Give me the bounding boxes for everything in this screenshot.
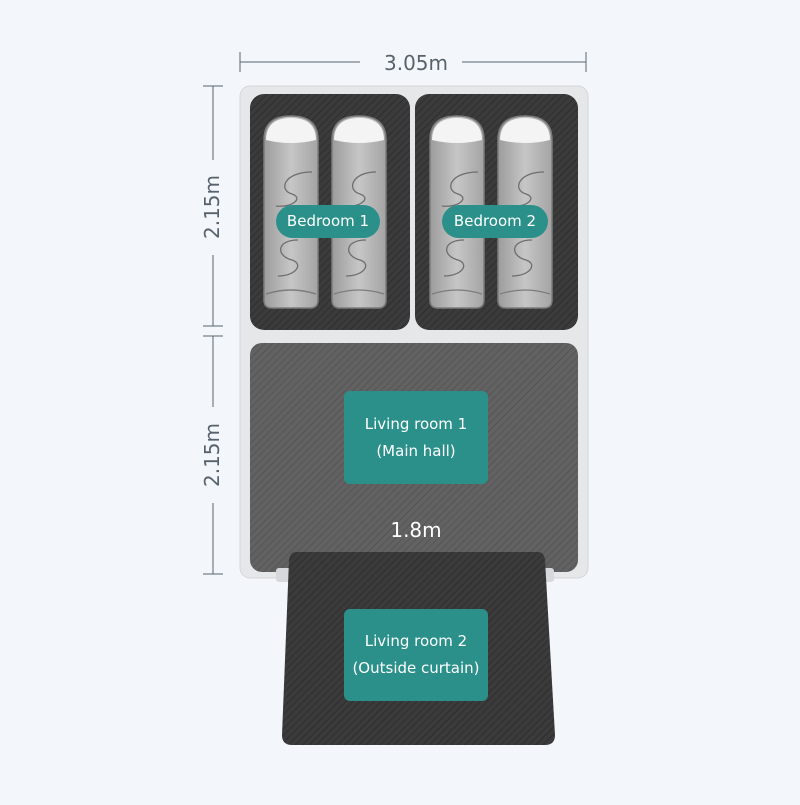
living-room-2-title: Living room 2 xyxy=(364,632,468,650)
width-dimension: 3.05m xyxy=(383,51,448,75)
living-room-2-subtitle: (Outside curtain) xyxy=(352,659,480,677)
bedroom-2-label: Bedroom 2 xyxy=(442,205,548,238)
bedroom-depth-dimension: 2.15m xyxy=(200,174,224,240)
living-room-2-label: Living room 2 (Outside curtain) xyxy=(344,609,488,701)
sleeping-bags xyxy=(263,115,553,309)
living-room-depth-dimension: 2.15m xyxy=(200,422,224,488)
living-room-1-label: Living room 1 (Main hall) xyxy=(344,391,488,484)
living-room-1-title: Living room 1 xyxy=(364,414,468,433)
bedroom-1-label: Bedroom 1 xyxy=(276,205,380,238)
door-width-dimension: 1.8m xyxy=(390,518,442,542)
living-room-1-subtitle: (Main hall) xyxy=(376,441,456,460)
